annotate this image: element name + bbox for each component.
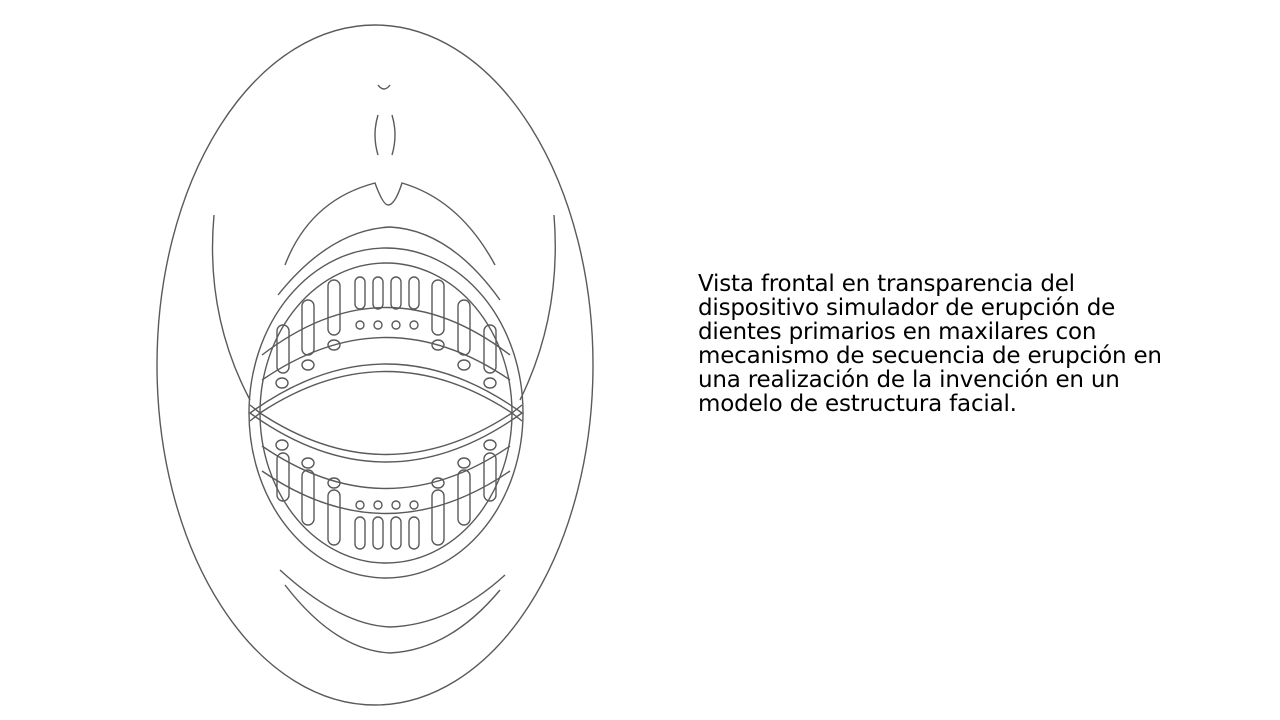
lower-lip-outer	[284, 584, 501, 654]
upper-teeth	[276, 276, 497, 374]
cheek-fold-right	[519, 214, 556, 401]
mouth-opening	[248, 363, 524, 463]
cheek-fold-left	[211, 214, 251, 401]
lower-arch-band-2	[261, 445, 511, 490]
caption-line: una realización de la invención en un	[698, 367, 1120, 393]
hinge-right	[510, 404, 523, 422]
upper-sockets	[275, 320, 497, 389]
hinge-left	[249, 404, 262, 422]
lower-sockets	[275, 439, 497, 510]
lower-lip-inner	[279, 569, 506, 628]
upper-arch-band-1	[261, 306, 511, 356]
caption-line: dientes primarios en maxilares con	[698, 319, 1097, 345]
caption-line: modelo de estructura facial.	[698, 391, 1017, 417]
upper-arch-band-2	[261, 336, 511, 381]
caption-line: dispositivo simulador de erupción de	[698, 295, 1116, 321]
figure-caption: Vista frontal en transparencia del dispo…	[698, 272, 1258, 416]
philtrum-right	[391, 114, 396, 156]
caption-line: Vista frontal en transparencia del	[698, 271, 1075, 297]
lower-arch-band-1	[261, 470, 511, 515]
upper-lip-inner	[277, 226, 501, 301]
jaw-device-outer	[248, 247, 524, 579]
line-art-svg	[156, 24, 594, 706]
nose-tip	[377, 84, 391, 90]
upper-lip-outer	[284, 182, 496, 266]
caption-line: mecanismo de secuencia de erupción en	[698, 343, 1162, 369]
face-outline	[156, 24, 594, 706]
lower-teeth	[276, 452, 497, 550]
technical-drawing-face	[150, 15, 600, 710]
philtrum-left	[374, 114, 379, 156]
